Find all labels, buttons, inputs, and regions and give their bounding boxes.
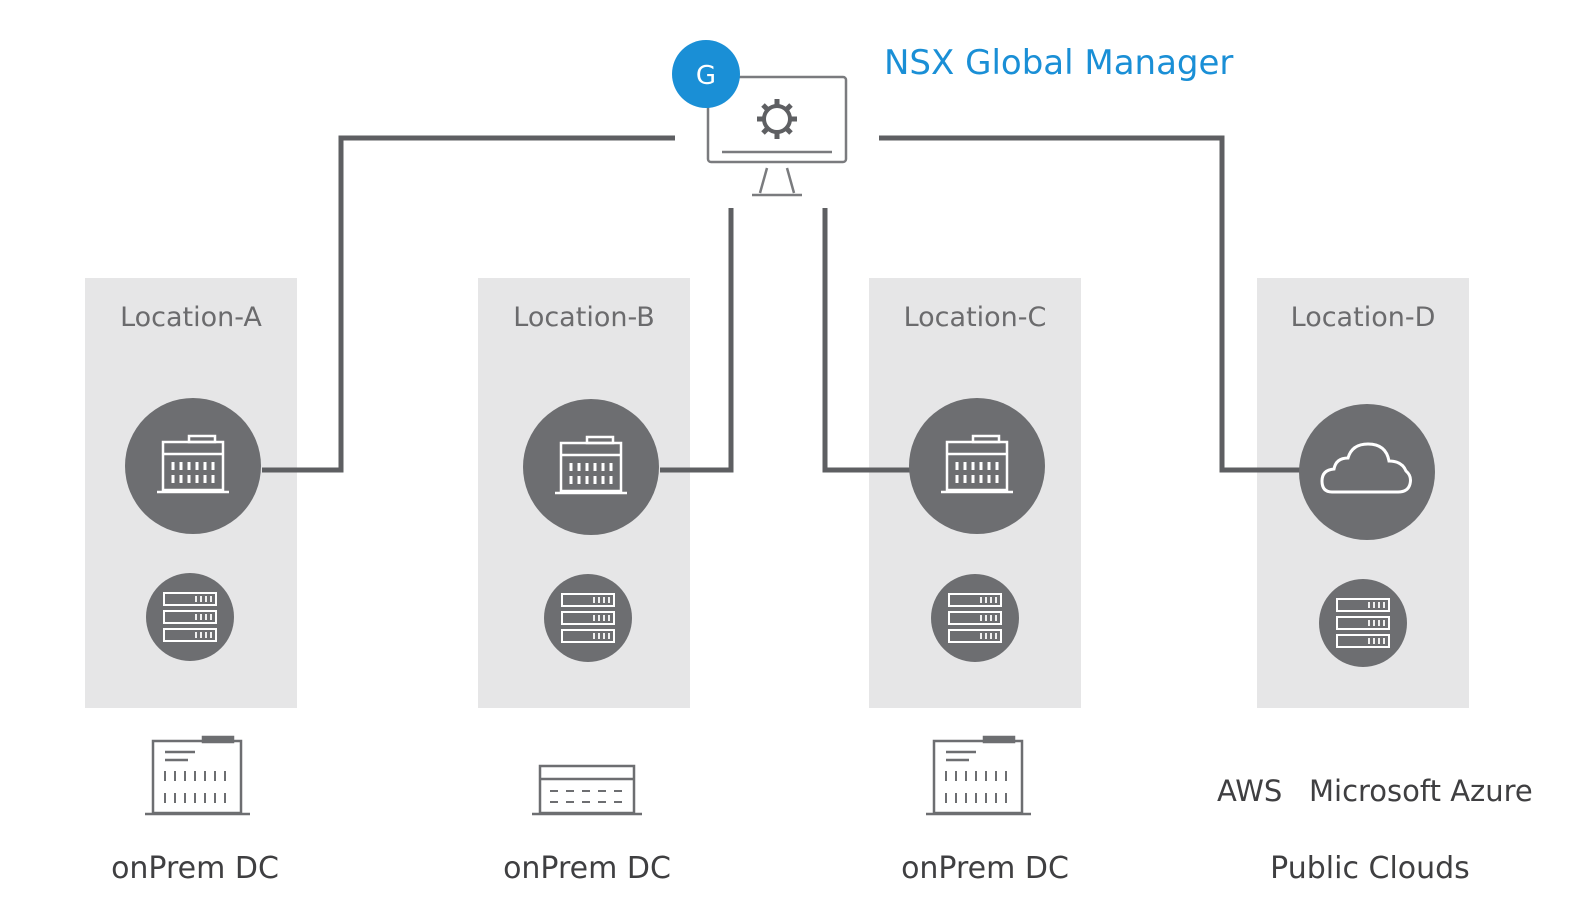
- connector-location-a: [262, 135, 675, 473]
- server-rack-icon: [948, 593, 1002, 643]
- location-a-site: [125, 398, 261, 534]
- location-b-site: [523, 399, 659, 535]
- connector-lines: [262, 135, 1300, 473]
- connector-location-d: [879, 135, 1300, 473]
- building-icon: [555, 435, 627, 495]
- location-a-server: [146, 573, 234, 661]
- location-a-bottom-label: onPrem DC: [111, 851, 279, 886]
- location-c-site: [909, 398, 1045, 534]
- datacenter-building-icon: [926, 735, 1031, 816]
- connector-location-c: [822, 208, 910, 473]
- cloud-vendor-azure: Microsoft Azure: [1309, 774, 1533, 808]
- connector-location-b: [660, 208, 734, 473]
- server-rack-icon: [163, 592, 217, 642]
- cloud-vendor-aws: AWS: [1217, 774, 1282, 808]
- location-b-server: [544, 574, 632, 662]
- location-d-title: Location-D: [1291, 302, 1436, 333]
- location-c-title: Location-C: [904, 302, 1047, 333]
- location-b-title: Location-B: [513, 302, 655, 333]
- location-d-bottom-label: Public Clouds: [1270, 851, 1470, 886]
- building-icon: [157, 434, 229, 494]
- location-c-server: [931, 574, 1019, 662]
- datacenter-building-icon: [145, 735, 250, 816]
- server-rack-icon: [1336, 598, 1390, 648]
- server-rack-icon: [561, 593, 615, 643]
- cloud-icon: [1320, 442, 1412, 494]
- datacenter-building-icon: [532, 764, 642, 816]
- location-c-bottom-label: onPrem DC: [901, 851, 1069, 886]
- gear-monitor-icon: [706, 75, 848, 197]
- location-d-server: [1319, 579, 1407, 667]
- building-icon: [941, 434, 1013, 494]
- global-manager-badge-letter: G: [696, 61, 716, 91]
- location-b-bottom-label: onPrem DC: [503, 851, 671, 886]
- global-manager-title: NSX Global Manager: [884, 43, 1233, 83]
- location-d-site: [1299, 404, 1435, 540]
- global-manager-badge: [672, 40, 740, 108]
- location-a-title: Location-A: [120, 302, 262, 333]
